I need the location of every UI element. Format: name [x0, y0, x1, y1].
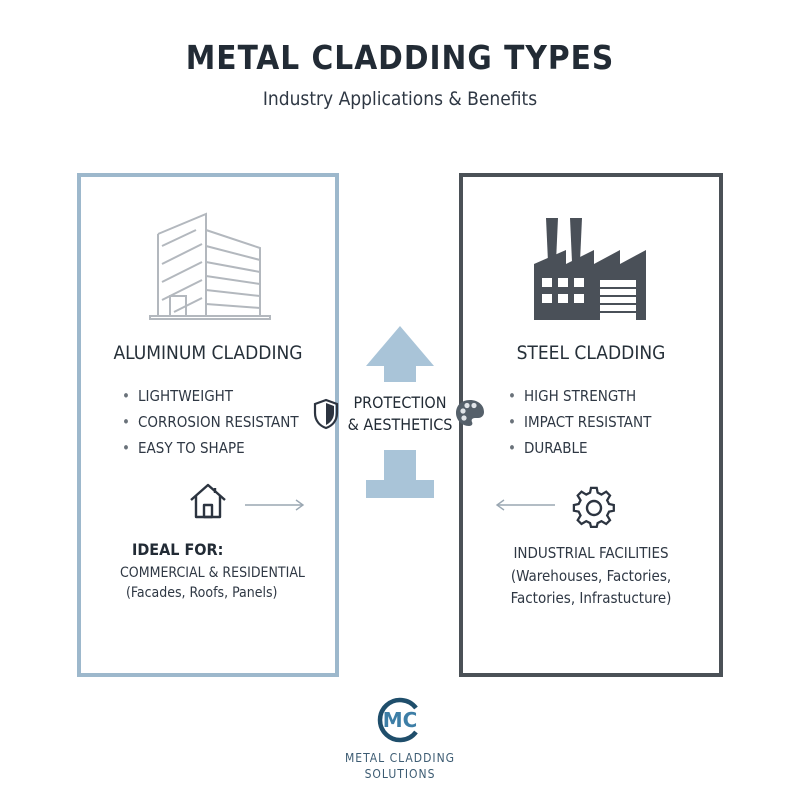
aluminum-title: ALUMINUM CLADDING [113, 342, 303, 364]
steel-title: STEEL CLADDING [516, 342, 666, 364]
palette-icon [456, 400, 484, 426]
center-label-line2: & AESTHETICS [347, 415, 453, 434]
steel-use-line: Factories, Infrastucture) [510, 589, 672, 607]
ideal-for-line: (Facades, Roofs, Panels) [126, 585, 278, 601]
list-item: CORROSION RESISTANT [122, 409, 299, 435]
list-item: HIGH STRENGTH [508, 383, 651, 409]
center-label: PROTECTION & AESTHETICS [346, 392, 454, 436]
logo-text: METAL CLADDING SOLUTIONS [0, 750, 800, 782]
aluminum-benefits-list: LIGHTWEIGHT CORROSION RESISTANT EASY TO … [122, 383, 299, 461]
steel-benefits-list: HIGH STRENGTH IMPACT RESISTANT DURABLE [508, 383, 651, 461]
shield-icon [313, 398, 339, 430]
steel-use-title: INDUSTRIAL FACILITIES [513, 544, 669, 562]
ideal-for-title: IDEAL FOR: [132, 540, 224, 559]
building-icon [149, 212, 271, 320]
list-item: EASY TO SHAPE [122, 435, 299, 461]
list-item: IMPACT RESISTANT [508, 409, 651, 435]
factory-icon [534, 218, 646, 320]
center-label-line1: PROTECTION [353, 393, 447, 412]
company-logo: MC [377, 697, 418, 743]
arrow-left-icon [495, 499, 555, 511]
ideal-for-line: COMMERCIAL & RESIDENTIAL [120, 565, 305, 581]
logo-line1: METAL CLADDING [344, 751, 456, 765]
page-title: METAL CLADDING TYPES [185, 38, 615, 77]
house-icon [190, 483, 226, 519]
page-subtitle: Industry Applications & Benefits [262, 88, 538, 110]
up-arrow-icon [366, 326, 434, 498]
logo-monogram: MC [383, 708, 418, 732]
arrow-right-icon [245, 499, 305, 511]
logo-line2: SOLUTIONS [364, 767, 436, 781]
gear-icon [572, 486, 615, 528]
aluminum-panel [77, 173, 339, 677]
steel-panel [459, 173, 723, 677]
list-item: DURABLE [508, 435, 651, 461]
steel-use-line: (Warehouses, Factories, [510, 567, 672, 585]
list-item: LIGHTWEIGHT [122, 383, 299, 409]
